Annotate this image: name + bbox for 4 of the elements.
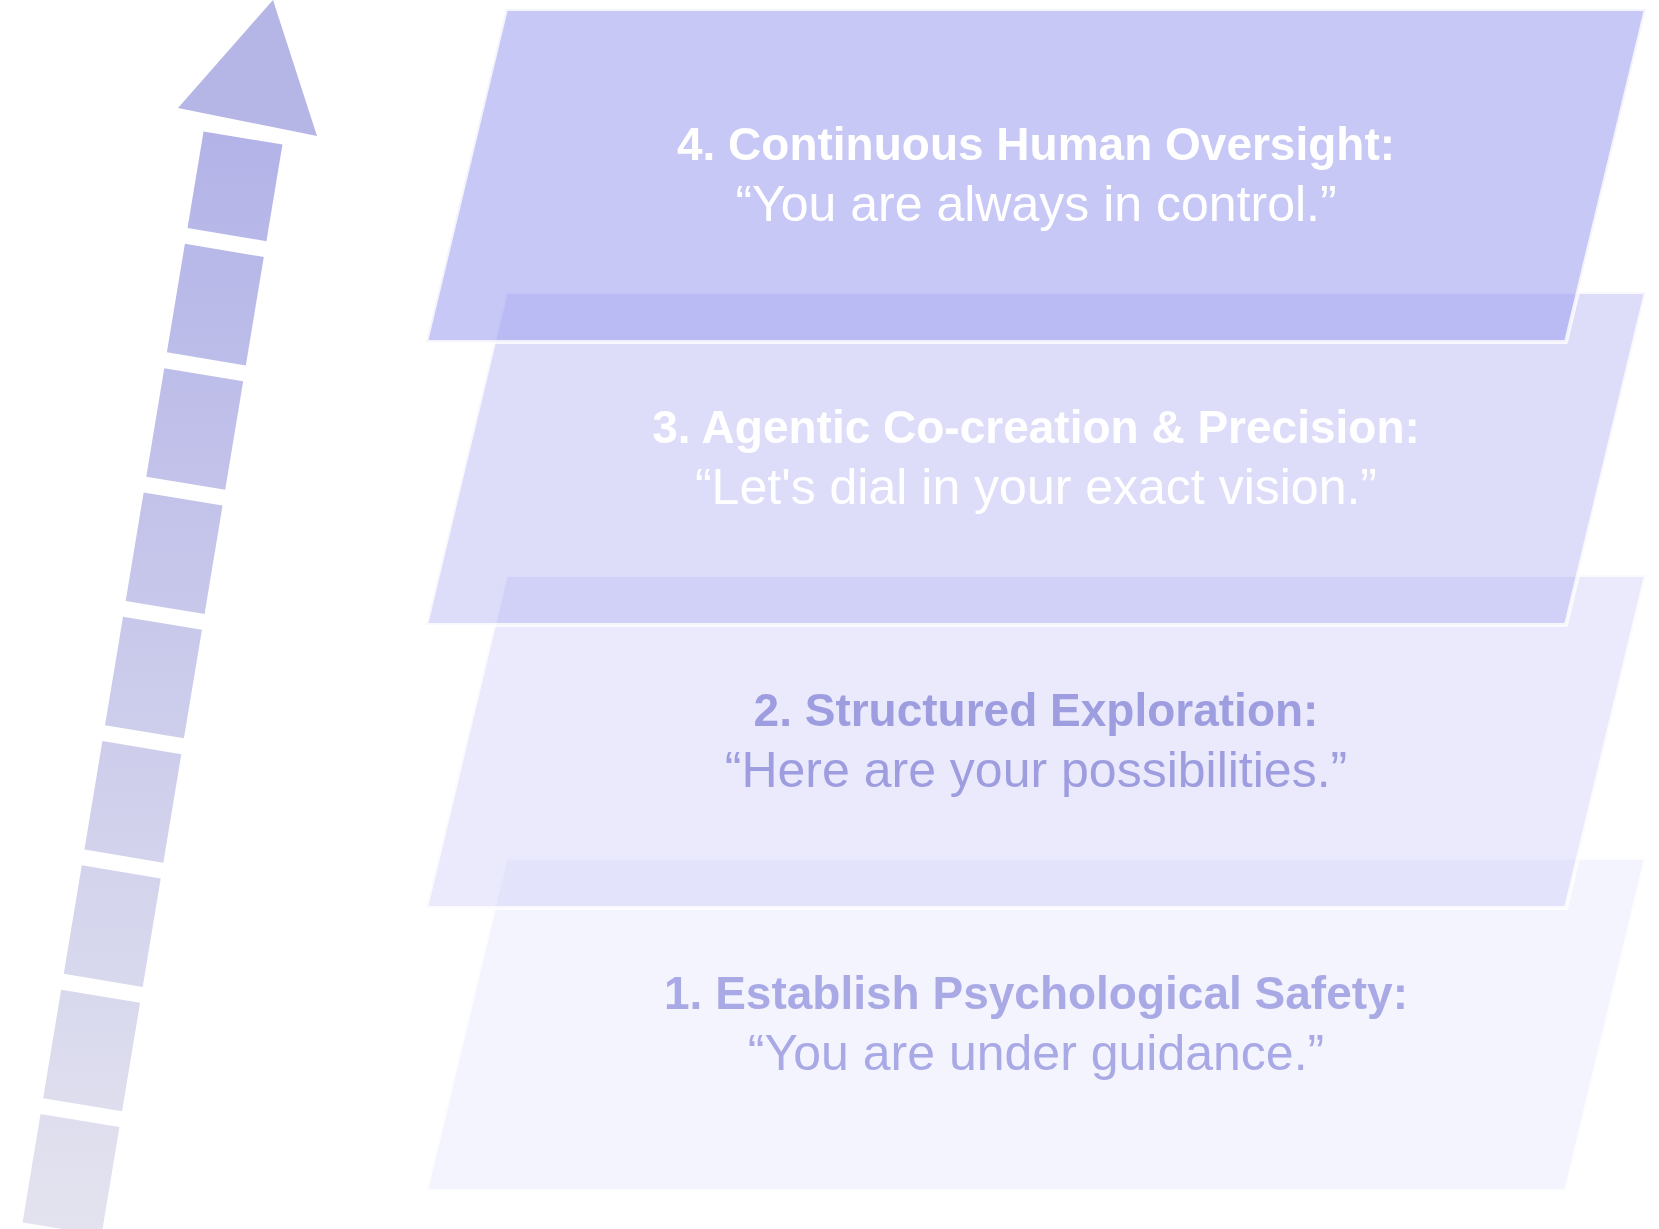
step-heading: 2. Structured Exploration: xyxy=(753,682,1319,738)
step-quote: “Here are your possibilities.” xyxy=(724,741,1348,800)
step-quote: “You are under guidance.” xyxy=(747,1024,1325,1083)
step-heading: 1. Establish Psychological Safety: xyxy=(664,965,1408,1021)
